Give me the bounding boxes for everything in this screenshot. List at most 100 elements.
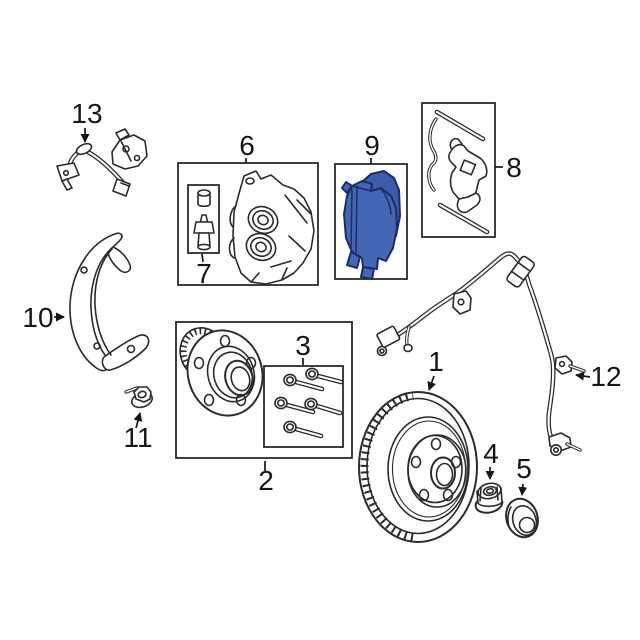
shield-hole bbox=[126, 344, 136, 354]
callout-12-leader bbox=[575, 371, 591, 381]
part-2-hub-bearing bbox=[179, 327, 264, 417]
callout-8-number: 8 bbox=[506, 152, 522, 183]
bleeder-hex bbox=[193, 221, 215, 234]
callout-12-number: 12 bbox=[590, 361, 621, 392]
part-3-wheel-bolts bbox=[274, 367, 344, 439]
part-13-brake-hose bbox=[56, 128, 148, 197]
nut-facet-lines bbox=[479, 486, 499, 502]
rotor-bore-inner bbox=[435, 462, 454, 487]
caliper-piston-ring bbox=[250, 236, 272, 258]
wear-indicator-clip-core bbox=[428, 118, 437, 191]
rotor-rim-inner bbox=[366, 397, 470, 535]
rotor-hat-top bbox=[407, 434, 463, 504]
caliper-piston-ring bbox=[255, 241, 267, 253]
bolt-head bbox=[304, 397, 318, 411]
sensor-connector bbox=[376, 325, 401, 348]
shield-hook bbox=[107, 246, 132, 273]
grommet-bands bbox=[510, 261, 531, 281]
cap-inner bbox=[511, 504, 538, 537]
clip-lower-band bbox=[456, 192, 481, 214]
bolt-head bbox=[283, 373, 297, 387]
caliper-finger-lines bbox=[228, 205, 237, 259]
wire-bracket-hole bbox=[457, 298, 465, 306]
callout-13-number: 13 bbox=[71, 98, 102, 129]
clip-window bbox=[459, 159, 477, 176]
nut-thread-ring bbox=[482, 485, 498, 497]
brake-pad-feet bbox=[346, 251, 375, 280]
wire-grommet bbox=[506, 255, 535, 288]
rotor-lug-hole bbox=[430, 437, 442, 451]
lug-hole bbox=[203, 393, 215, 407]
bolt-shaft-core bbox=[125, 387, 138, 393]
bolt-head-inner bbox=[307, 370, 316, 378]
bleeder-cap-top bbox=[197, 189, 211, 197]
nut-thread-ring bbox=[485, 487, 495, 495]
part-10-splash-shield bbox=[69, 232, 150, 372]
brake-pad-detail-lines bbox=[350, 185, 392, 254]
cap-rim-line bbox=[507, 506, 512, 528]
callout-7-number: 7 bbox=[196, 258, 212, 289]
rotor-vent-hatching bbox=[360, 392, 414, 541]
group-box-6 bbox=[177, 162, 319, 286]
wire-bracket bbox=[452, 290, 472, 315]
rotor-lug-hole bbox=[418, 488, 430, 502]
part-11-shield-bolt bbox=[124, 386, 154, 409]
part-7-bleeder-screw bbox=[193, 189, 215, 251]
cap-dome-highlight bbox=[518, 516, 536, 534]
rotor-lug-hole bbox=[442, 488, 454, 502]
caliper-piston-ring bbox=[252, 209, 274, 231]
bolt-head-inner bbox=[285, 376, 294, 384]
callout-1-leader bbox=[427, 375, 436, 391]
bracket-hole bbox=[122, 145, 130, 153]
connector-nipple bbox=[61, 178, 73, 191]
shield-hole bbox=[93, 342, 101, 350]
connector-hole bbox=[62, 169, 70, 177]
bleeder-base bbox=[197, 243, 211, 251]
bolt-head-inner bbox=[276, 399, 285, 407]
bolt-shaft-core bbox=[316, 374, 343, 384]
callout-6-number: 6 bbox=[239, 130, 255, 161]
sensor-head bbox=[376, 345, 388, 357]
mid-bracket-stud-core bbox=[569, 365, 585, 372]
callout-1-number: 1 bbox=[428, 346, 444, 377]
bolt-shaft-core bbox=[315, 404, 342, 415]
group-box-7 bbox=[187, 184, 220, 254]
bolt-hex-head bbox=[133, 386, 152, 403]
sensor-stub-core bbox=[405, 326, 410, 346]
part-1-brake-rotor bbox=[358, 391, 478, 543]
guide-pin-core bbox=[438, 203, 489, 234]
lug-hole bbox=[219, 334, 231, 348]
bolt-shaft-core bbox=[294, 427, 323, 438]
shield-hole bbox=[80, 266, 88, 274]
callout-4-number: 4 bbox=[483, 438, 499, 469]
bolt-head bbox=[305, 367, 319, 381]
callout-5-number: 5 bbox=[516, 453, 532, 484]
rotor-lug-hole bbox=[410, 455, 422, 469]
group-box-2 bbox=[175, 321, 353, 459]
callout-10-number: 10 bbox=[22, 302, 53, 333]
hub-bore-inner bbox=[230, 366, 251, 392]
bolt-head bbox=[274, 396, 288, 410]
rotor-lug-hole bbox=[450, 455, 462, 469]
bolt-head-center bbox=[137, 390, 147, 399]
callout-2-number: 2 bbox=[258, 465, 274, 496]
part-9-brake-pads bbox=[341, 170, 401, 280]
part-12-abs-sensor-wire bbox=[376, 251, 586, 456]
sensor-stub-head bbox=[403, 343, 413, 353]
caliper-tab-hole bbox=[245, 177, 255, 185]
part-8-pad-hardware-kit bbox=[427, 109, 490, 235]
callout-3-number: 3 bbox=[295, 330, 311, 361]
callout-11-leader bbox=[133, 412, 143, 429]
bracket-tab bbox=[115, 128, 130, 141]
part-4-spindle-nut bbox=[474, 482, 504, 514]
bolt-head bbox=[283, 420, 297, 434]
banjo-fitting bbox=[75, 142, 93, 156]
guide-pin-core bbox=[435, 110, 485, 141]
bolt-shaft-core bbox=[294, 380, 324, 391]
callout-5-leader bbox=[518, 483, 528, 496]
lug-hole bbox=[235, 393, 247, 407]
callout-9-number: 9 bbox=[364, 130, 380, 161]
end-stud-core bbox=[566, 443, 581, 451]
